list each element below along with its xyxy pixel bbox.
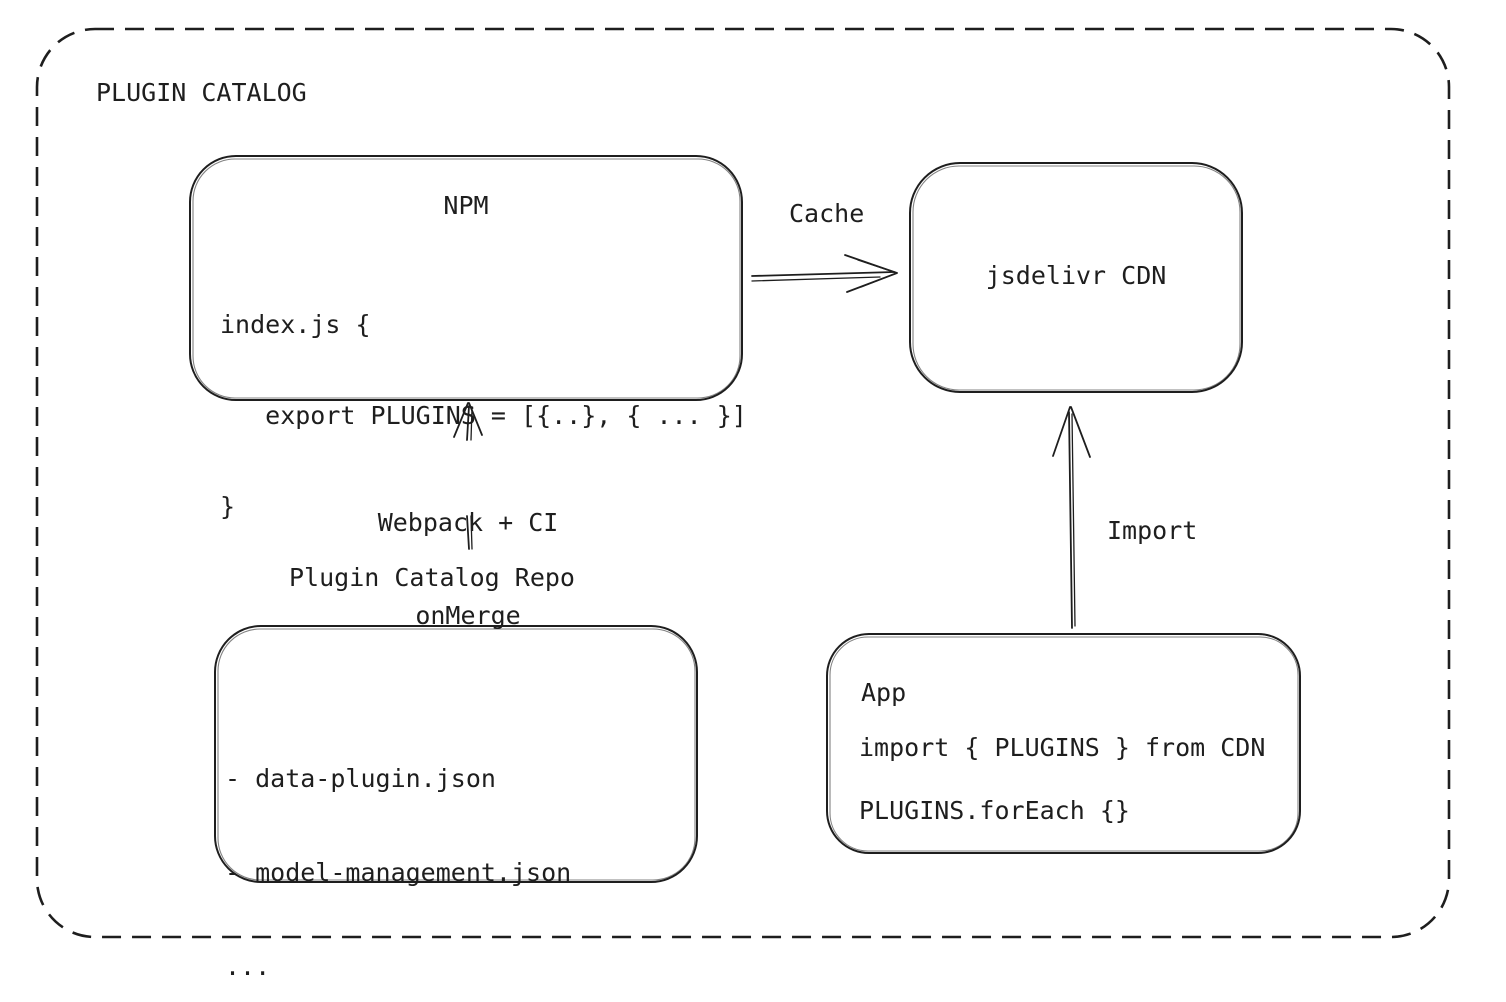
build-edge-label-line1: Webpack + CI: [377, 508, 559, 537]
repo-node-heading: Plugin Catalog Repo: [289, 563, 575, 592]
cdn-node-shape: [909, 162, 1243, 393]
repo-node-shape: [214, 625, 698, 883]
cache-arrow: [751, 254, 898, 293]
npm-node-title: NPM: [443, 191, 489, 220]
app-node-shape: [826, 633, 1301, 854]
build-edge-label: Webpack + CI onMerge: [358, 445, 578, 693]
diagram-title: PLUGIN CATALOG: [96, 78, 307, 107]
import-arrow: [1052, 406, 1091, 629]
npm-code-line: index.js {: [220, 310, 371, 339]
repo-file-item: ...: [225, 952, 271, 981]
cache-edge-label: Cache: [789, 199, 865, 228]
repo-file-item: - data-plugin.json: [225, 764, 496, 793]
import-edge-label: Import: [1107, 516, 1198, 545]
app-code-line: PLUGINS.forEach {}: [859, 796, 1130, 825]
app-node-title: App: [861, 678, 907, 707]
npm-code-line: }: [220, 492, 236, 521]
repo-file-list: - data-plugin.json - model-management.js…: [225, 702, 571, 1002]
cdn-node-title: jsdelivr CDN: [985, 261, 1167, 290]
build-edge-label-line2: onMerge: [415, 601, 521, 630]
plugin-catalog-frame: [35, 27, 1451, 939]
app-code-line: import { PLUGINS } from CDN: [859, 733, 1266, 762]
build-arrow: [453, 402, 483, 550]
npm-code-line: export PLUGINS = [{..}, { ... }]: [220, 401, 747, 430]
repo-file-item: - model-management.json: [225, 858, 572, 887]
npm-node-shape: [189, 155, 743, 401]
npm-code-block: index.js { export PLUGINS = [{..}, { ...…: [220, 249, 747, 582]
